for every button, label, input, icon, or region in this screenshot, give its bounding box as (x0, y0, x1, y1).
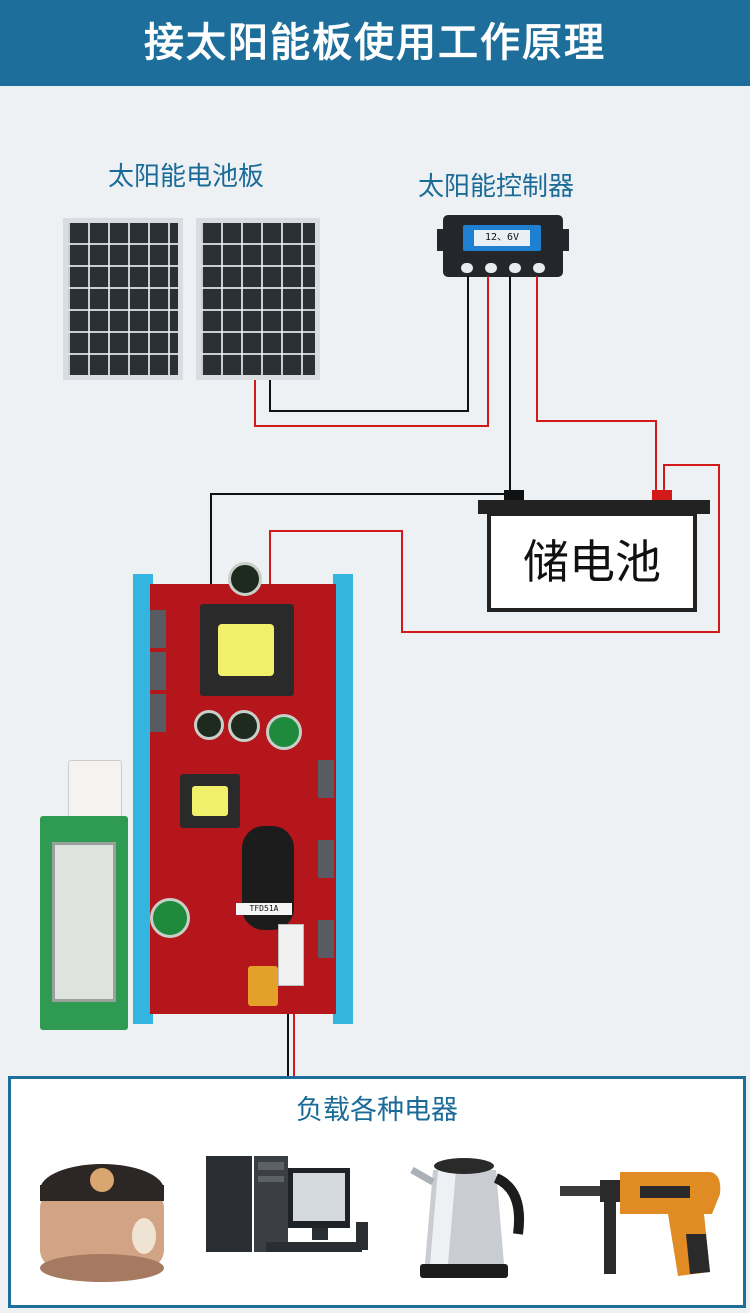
display-connector (68, 760, 122, 818)
capacitor (150, 898, 190, 938)
board-label: TFD51A (236, 903, 292, 915)
inverter-frame-left (133, 574, 153, 1024)
inverter-frame-right (333, 574, 353, 1024)
loads-title: 负载各种电器 (296, 1095, 458, 1126)
power-drill-icon (560, 1172, 721, 1276)
battery-positive-terminal (652, 490, 672, 502)
wire-panel-negative (269, 276, 469, 412)
capacitor (194, 710, 224, 740)
battery-cap (478, 500, 710, 514)
rice-cooker-icon (40, 1164, 164, 1282)
controller-label: 太阳能控制器 (418, 172, 575, 202)
display-board-icon (40, 816, 128, 1030)
output-connector (278, 924, 304, 986)
fuse (248, 966, 278, 1006)
controller-terminal (509, 263, 521, 273)
controller-terminal (533, 263, 545, 273)
solar-panel-icon (63, 218, 183, 380)
controller-terminal (461, 263, 473, 273)
display-lcd (52, 842, 116, 1002)
controller-terminal (485, 263, 497, 273)
heatsink (150, 652, 166, 690)
battery-negative-terminal (504, 490, 524, 502)
wire-battery-inverter-positive (269, 464, 720, 633)
desktop-computer-icon (206, 1156, 368, 1252)
transformer (200, 604, 294, 696)
capacitor (228, 710, 260, 742)
wire-panel-positive (254, 276, 489, 427)
wire-controller-battery-positive (536, 276, 657, 492)
solar-panel-label: 太阳能电池板 (108, 162, 265, 192)
solar-panel-icon (196, 218, 320, 380)
heatsink (318, 920, 334, 958)
battery-icon (487, 512, 697, 612)
capacitor (266, 714, 302, 750)
page-title: 接太阳能板使用工作原理 (144, 20, 606, 66)
electric-kettle-icon (410, 1158, 524, 1278)
controller-screen: 12、6V (474, 230, 530, 246)
wire-battery-inverter-negative (210, 493, 512, 590)
header-bar (0, 0, 750, 86)
battery-label: 储电池 (523, 535, 661, 589)
heatsink (318, 840, 334, 878)
charge-controller-icon: 12、6V (437, 215, 569, 277)
capacitor (228, 562, 262, 596)
heatsink (318, 760, 334, 798)
heatsink (150, 610, 166, 648)
transformer (180, 774, 240, 828)
heatsink (150, 694, 166, 732)
